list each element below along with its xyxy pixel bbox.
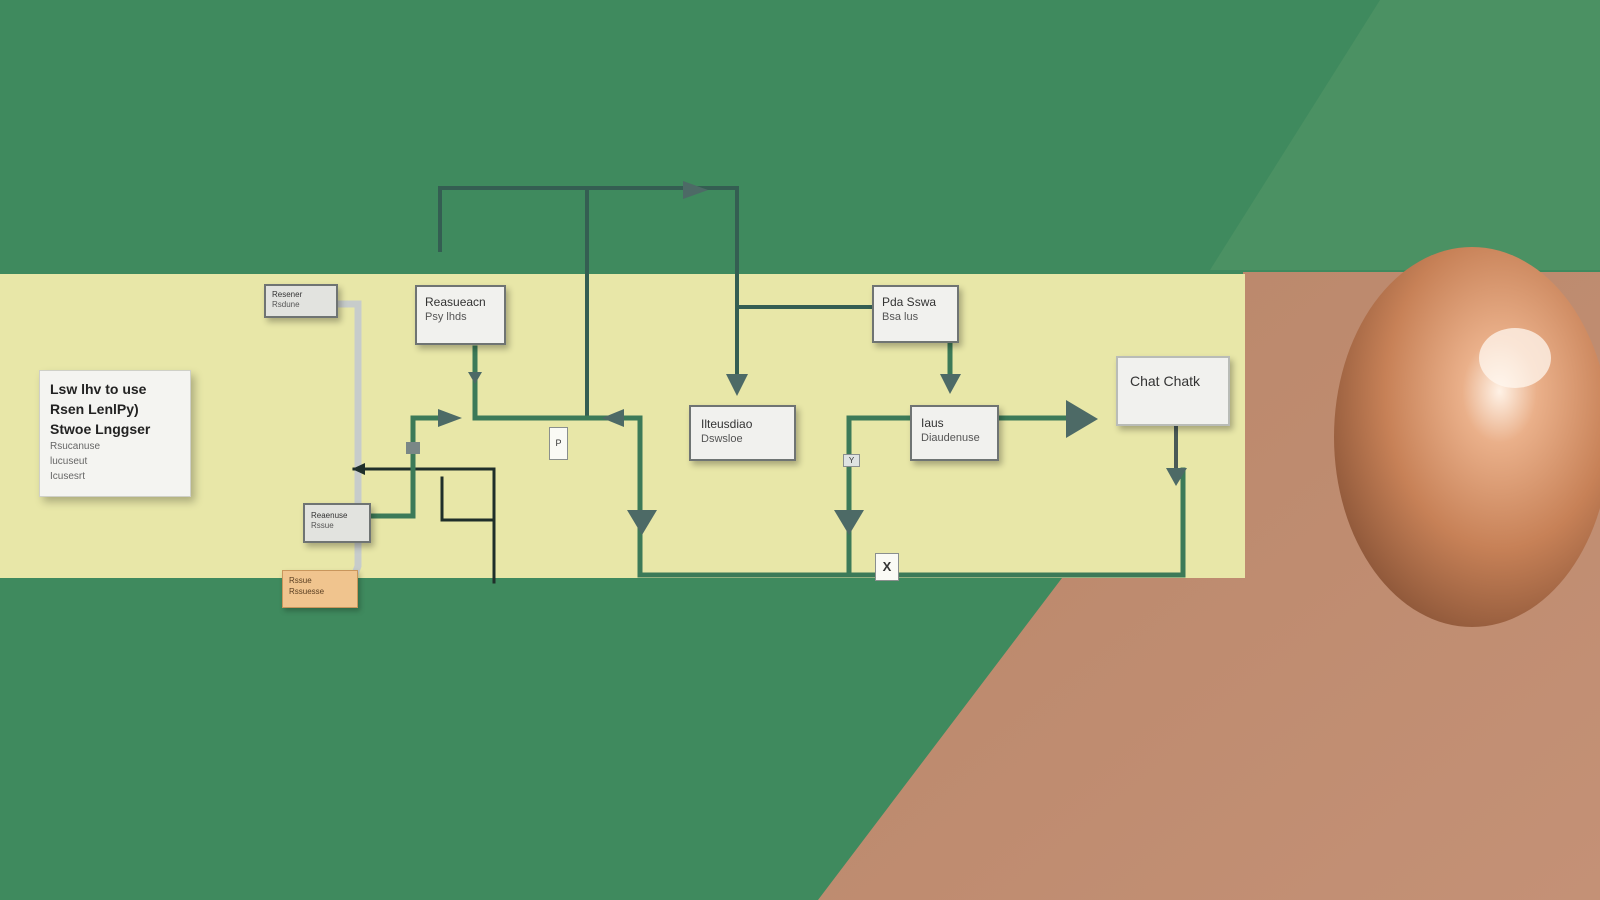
node-label: Resener [272,290,303,299]
node-box-top-left[interactable]: Reasueacn Psy lhds [415,285,506,345]
node-sublabel: Psy lhds [425,311,467,323]
node-sublabel: Rssue [311,521,334,530]
valve-icon [406,442,420,454]
green-pipe-left [363,415,443,519]
node-sublabel: Diaudenuse [921,432,980,444]
node-sublabel: Rsdune [272,300,300,309]
node-small-left[interactable]: Reaenuse Rssue [303,503,371,543]
title-card: Lsw lhv to use Rsen LenlPy) Stwoe Lnggse… [39,370,191,497]
node-label: Chat Chatk [1130,373,1201,389]
arrow-head-icon [602,409,624,427]
node-orange-tag[interactable]: Rssue Rssuesse [282,570,358,608]
green-pipe-main [472,345,1186,578]
arrow-head-icon [683,181,708,199]
arrow-head-icon [438,409,462,427]
arrow-head-icon [627,510,657,535]
arrow-head-icon [834,510,864,535]
arrow-head-icon [940,374,961,394]
node-label: Iaus [921,416,944,430]
title-line-1: Lsw lhv to use [50,381,147,397]
node-label: Reaenuse [311,511,348,520]
green-diagonal-band [1210,0,1600,270]
node-label: Reasueacn [425,295,486,309]
node-box-mid-right[interactable]: Iaus Diaudenuse [910,405,999,461]
title-line-2: Rsen LenlPy) [50,401,139,417]
left-inner-line [440,476,496,522]
arrow-head-icon [352,463,365,475]
node-top-left-tag[interactable]: Resener Rsdune [264,284,338,318]
green-pipe-mid [846,415,913,578]
arrow-head-icon [1166,468,1187,486]
arrow-head-icon [1066,400,1098,438]
node-label: Rssue [289,576,312,585]
title-subline-3: Icusesrt [50,471,86,482]
sticker-bottom-valve: X [875,553,899,581]
sphere-highlight [1479,328,1551,388]
node-sublabel: Rssuesse [289,587,325,596]
sticker-right-small: Y [843,454,860,467]
sticker-mid-tag: P [549,427,568,460]
arrow-head-icon [468,372,482,384]
node-box-center[interactable]: Ilteusdiao Dswsloe [689,405,796,461]
node-label: Pda Sswa [882,295,937,309]
node-label: Ilteusdiao [701,417,753,431]
node-sublabel: Dswsloe [701,433,743,445]
node-box-top-right[interactable]: Pda Sswa Bsa lus [872,285,959,343]
title-subline-2: lucuseut [50,456,88,467]
title-subline-1: Rsucanuse [50,441,101,452]
title-line-3: Stwoe Lnggser [50,421,151,437]
node-chat-check[interactable]: Chat Chatk [1116,356,1230,426]
node-sublabel: Bsa lus [882,311,919,323]
arrow-head-icon [726,374,748,396]
left-bracket-line [352,467,496,584]
